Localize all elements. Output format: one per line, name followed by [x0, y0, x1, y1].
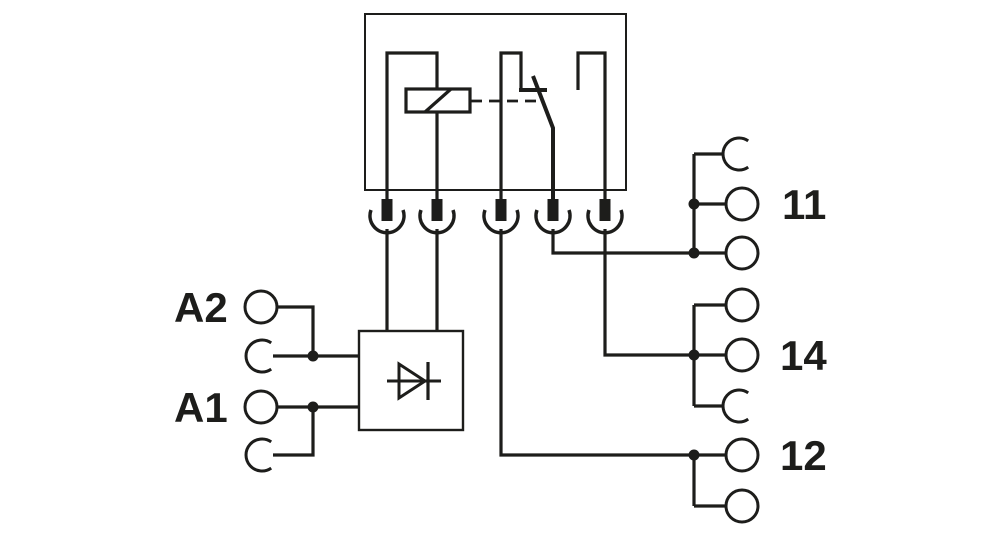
wire-to-14 — [603, 229, 694, 357]
screw-terminal-circle — [724, 287, 760, 323]
a2-circle-wire — [277, 305, 315, 356]
junction-dot — [307, 350, 319, 362]
output-group-12: 12 — [688, 432, 827, 524]
socket-contact-arc — [244, 437, 273, 473]
relay-module-outline — [364, 13, 627, 191]
junction-dot — [688, 247, 700, 259]
terminal-pin-icon — [599, 199, 611, 221]
screw-terminal-circle — [724, 337, 760, 373]
output-group-11: 11 — [688, 136, 826, 271]
junction-dot — [307, 401, 319, 413]
junction-dot — [688, 449, 700, 461]
coil-wire-loop — [385, 51, 439, 205]
screw-terminal-circle — [724, 437, 760, 473]
socket-contact-arc — [721, 388, 750, 424]
interconnect-wires — [385, 229, 694, 457]
screw-terminal-circle — [724, 186, 760, 222]
terminal-pin-icon — [381, 199, 393, 221]
protection-diode-module — [357, 329, 465, 432]
terminal-pin-icon — [431, 199, 443, 221]
a1-socket-wire — [273, 407, 315, 457]
socket-contact-arc — [721, 136, 750, 172]
nc-contact-wire — [499, 51, 523, 205]
input-group-a2: A2 — [174, 284, 359, 374]
screw-terminal-circle — [243, 389, 279, 425]
junction-dot — [688, 349, 700, 361]
relay-coil-slash — [423, 87, 453, 114]
terminal-pin-icon — [547, 199, 559, 221]
output-group-14: 14 — [688, 287, 827, 424]
label-a1: A1 — [174, 384, 228, 431]
input-group-a1: A1 — [174, 384, 359, 473]
label-12: 12 — [780, 432, 827, 479]
relay-unit — [364, 13, 627, 205]
screw-terminal-circle — [724, 235, 760, 271]
screw-terminal-circle — [243, 289, 279, 325]
terminal-pin-icon — [495, 199, 507, 221]
junction-dot — [688, 198, 700, 210]
label-11: 11 — [782, 181, 826, 228]
socket-contact-arc — [244, 338, 273, 374]
screw-terminal-circle — [724, 488, 760, 524]
diode-icon — [397, 361, 428, 401]
label-14: 14 — [780, 332, 827, 379]
wire-to-11 — [551, 229, 694, 255]
switch-blade-icon — [531, 75, 555, 205]
label-a2: A2 — [174, 284, 228, 331]
no-contact-wire — [576, 51, 607, 205]
wire-to-12 — [499, 229, 694, 457]
